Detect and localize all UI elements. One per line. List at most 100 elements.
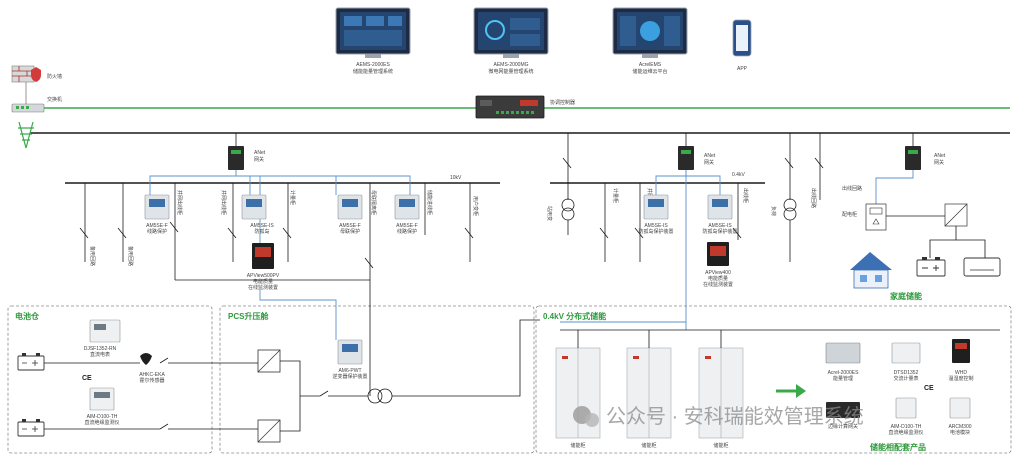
feeder-label: 出线柜 (742, 188, 749, 203)
battery-rack-1 (17, 353, 45, 371)
system-name: AcrelEMS (639, 62, 662, 68)
gateway-model: ANet (704, 153, 716, 159)
comm-link (149, 170, 237, 195)
gateway-desc: 网关 (704, 159, 714, 166)
relay-desc: 线路保护 (397, 228, 417, 235)
pcs-relay-desc: 逆变器保护装置 (332, 373, 367, 380)
transformer-icon (367, 388, 393, 404)
top-system-acrel-ems: AcrelEMS 储能运维云平台 (612, 7, 688, 75)
relay-desc: 防孤岛保护装置 (702, 228, 737, 235)
pcs-wiring (215, 360, 320, 432)
feeder-label: 用户变柜 (472, 196, 479, 216)
relay-model: AM5SE-F (339, 223, 361, 229)
feeder-label: 并网出线柜 (220, 190, 227, 215)
feeder-label: 计量柜 (612, 188, 619, 203)
product-desc: 电池模块 (950, 429, 970, 436)
watermark-text: 公众号 · 安科瑞能效管理系统 (606, 405, 864, 428)
pq-meter-desc: 电能质量 (253, 278, 273, 285)
firewall-icon (11, 65, 41, 83)
battery-box-title: 电池仓 (15, 311, 40, 321)
system-name: AEMS-2000ES (356, 62, 390, 68)
grid-tower-icon (18, 121, 34, 149)
system-desc: 微电网能量管理系统 (488, 68, 533, 75)
lv-bus-label: 0.4kV (732, 172, 745, 178)
gateway-left (228, 146, 244, 170)
gateway-model: ANet (934, 153, 946, 159)
pq-meter-model: APView400 (705, 270, 731, 276)
top-system-aems-mg: AEMS-2000MG 微电网能量管理系统 (473, 7, 549, 75)
product-whd (952, 339, 970, 363)
pq-meter-right (707, 242, 729, 266)
system-name: AEMS-2000MG (493, 62, 528, 68)
product-meter (891, 342, 921, 364)
comm-link (686, 175, 721, 195)
cabinet-label: 储能柜 (713, 442, 728, 449)
product-model: DTSD1352 (894, 370, 919, 376)
pcs-switch (319, 390, 368, 397)
gateway-model: ANet (254, 150, 266, 156)
comm-link (259, 290, 337, 340)
feeder-label: 母联隔离柜 (370, 190, 377, 215)
feeder-label: 备用回路 (89, 246, 96, 266)
feeder-label: 储能进线柜 (426, 190, 433, 215)
pcs-relay-model: AM6-PWT (338, 368, 361, 374)
coordinator-device (475, 95, 545, 119)
products-title: 储能相配套产品 (869, 442, 926, 452)
product-desc: 温湿度控制 (948, 375, 973, 382)
product-desc: 直流绝缘监测仪 (888, 429, 923, 436)
product-ems (825, 342, 861, 364)
product-model: AIM-D100-TH (891, 424, 922, 430)
gateway-right (678, 146, 694, 170)
feeder-label: 并网出线柜 (176, 190, 183, 215)
imd-desc: 直流绝缘监测仪 (84, 419, 119, 426)
right-feeders (561, 133, 824, 262)
cabinet-drops (577, 330, 722, 348)
dc-meter-model: DJSF1352-RN (84, 346, 117, 352)
storage-cabinet-2 (626, 347, 672, 439)
relay-left-2 (241, 194, 267, 220)
relay-model: AM5SE-IS (708, 223, 732, 229)
home-inverter (944, 203, 968, 227)
feeder-label: 负荷 (770, 206, 777, 216)
hall-sensor-desc: 霍尔传感器 (139, 377, 164, 384)
home-link (929, 226, 957, 258)
relay-desc: 母联保护 (340, 228, 360, 235)
pq-meter-model: APView500PV (247, 273, 280, 279)
relay-model: AM5SE-IS (250, 223, 274, 229)
left-feeders (79, 183, 474, 281)
pq-meter-desc: 在线监测装置 (703, 281, 733, 288)
imd-model: AIM-D100-TH (87, 414, 118, 420)
storage-cabinet-3 (698, 347, 744, 439)
hall-sensor-model: AHKC-EKA (139, 372, 165, 378)
arrow-right-icon (776, 384, 806, 398)
comm-link (875, 170, 914, 204)
ce-mark: CE (82, 375, 92, 382)
dc-meter-desc: 直流电表 (90, 351, 110, 358)
relay-right-1 (643, 194, 669, 220)
product-battery-module (949, 397, 971, 419)
pcs-box-title: PCS升压舱 (228, 311, 269, 321)
home-outlet-label: 出线回路 (842, 185, 862, 192)
system-name: APP (737, 66, 748, 72)
product-imd (895, 397, 917, 419)
gateway-desc: 网关 (254, 156, 264, 163)
dist-box-title: 0.4kV 分布式储能 (543, 311, 606, 321)
relay-left-4 (394, 194, 420, 220)
hv-bus-label: 10kV (450, 175, 462, 181)
coordinator-label: 协调控制器 (550, 99, 575, 106)
battery-line-1 (44, 357, 215, 364)
gateway-desc: 网关 (934, 159, 944, 166)
home-storage-title: 家庭储能 (890, 291, 922, 301)
comm-link (236, 175, 337, 195)
product-desc: 边缘计算网关 (828, 423, 858, 430)
system-desc: 储能能量管理系统 (353, 68, 393, 75)
imd-device (89, 387, 115, 411)
cabinet-label: 储能柜 (570, 442, 585, 449)
battery-box-frame (7, 305, 213, 454)
home-panel-label: 配电柜 (842, 211, 857, 218)
house-icon (850, 252, 892, 289)
comm-link (236, 175, 251, 195)
pq-meter-desc: 在线监测装置 (248, 284, 278, 291)
relay-model: AM5SE-IS (644, 223, 668, 229)
product-gateway (826, 402, 860, 418)
